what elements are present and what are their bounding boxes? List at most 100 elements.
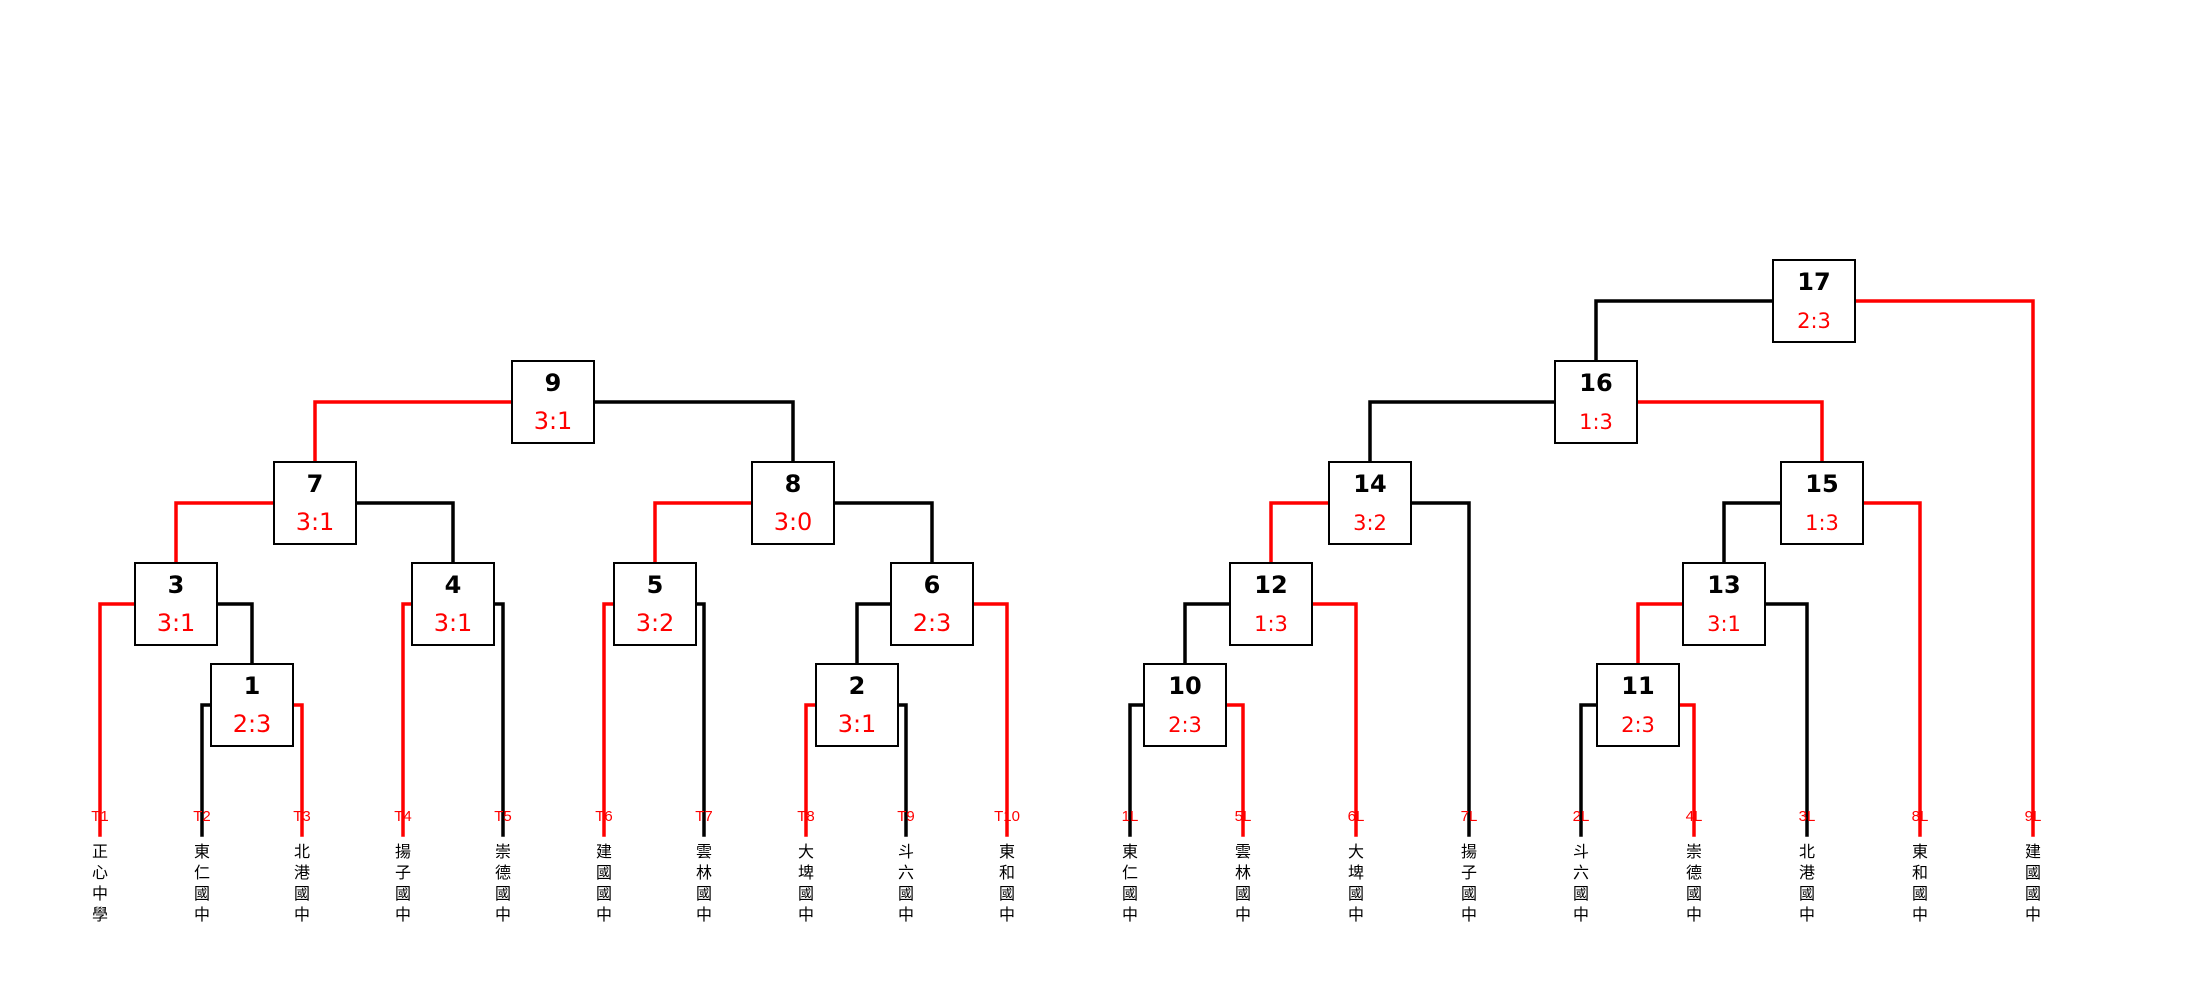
team-seed: 2L (1573, 808, 1590, 825)
connector-m7-right (354, 501, 455, 565)
connector-m3-right (215, 602, 254, 666)
match-box-frame (273, 461, 357, 545)
team-name: 東和國中 (999, 842, 1015, 924)
connector-m15-left (1722, 501, 1783, 565)
match-box: 23:1 (815, 663, 899, 747)
team-labels: T1正心中學T2東仁國中T3北港國中T4揚子國中T5崇德國中T6建國國中T7雲林… (91, 808, 2041, 924)
match-box-frame (1596, 663, 1680, 747)
match-score: 2:3 (1621, 713, 1655, 737)
match-box-frame (890, 562, 974, 646)
team-seed: 8L (1912, 808, 1929, 825)
team-seed: 3L (1799, 808, 1816, 825)
team-name: 雲林國中 (696, 842, 712, 924)
team-name: 東和國中 (1912, 842, 1928, 924)
team-seed: 9L (2025, 808, 2042, 825)
match-score: 3:1 (534, 407, 573, 435)
connector-m8-left (653, 501, 754, 565)
connector-m1-right (291, 703, 304, 837)
match-score: 2:3 (1168, 713, 1202, 737)
team-seed: T8 (797, 808, 815, 825)
match-box-frame (815, 663, 899, 747)
team-seed: 7L (1461, 808, 1478, 825)
connector-m5-right (694, 602, 706, 837)
team-seed: T1 (91, 808, 109, 825)
match-box: 43:1 (411, 562, 495, 646)
match-number: 6 (924, 571, 941, 599)
connector-m6-right (971, 602, 1009, 837)
match-box: 133:1 (1682, 562, 1766, 646)
match-score: 1:3 (1579, 410, 1613, 434)
team-label: T8 大埤國中 (797, 808, 815, 924)
team-name: 大埤國中 (798, 842, 814, 924)
connector-m11-left (1579, 703, 1599, 837)
match-boxes: 12:323:133:143:153:262:373:183:093:1102:… (134, 259, 1864, 747)
team-seed: 4L (1686, 808, 1703, 825)
connector-m17-left (1594, 299, 1775, 363)
team-name: 崇德國中 (1686, 842, 1702, 924)
connector-m15-right (1861, 501, 1922, 837)
connector-m12-left (1183, 602, 1232, 666)
match-number: 17 (1797, 268, 1830, 296)
match-box-frame (210, 663, 294, 747)
team-seed: 5L (1235, 808, 1252, 825)
match-score: 2:3 (1797, 309, 1831, 333)
connector-m8-right (832, 501, 934, 565)
match-score: 2:3 (913, 609, 952, 637)
connector-m11-right (1677, 703, 1696, 837)
match-box: 112:3 (1596, 663, 1680, 747)
connector-m2-right (896, 703, 908, 837)
team-seed: T9 (897, 808, 915, 825)
team-label: 5L 雲林國中 (1235, 808, 1252, 924)
match-box-frame (1328, 461, 1412, 545)
match-box: 53:2 (613, 562, 697, 646)
team-name: 揚子國中 (395, 842, 411, 924)
connector-m3-left (98, 602, 137, 837)
connector-m17-right (1853, 299, 2035, 837)
team-name: 揚子國中 (1461, 842, 1477, 924)
bracket-lines (98, 299, 2035, 837)
match-score: 3:1 (434, 609, 473, 637)
match-box-frame (613, 562, 697, 646)
match-score: 1:3 (1254, 612, 1288, 636)
match-box: 73:1 (273, 461, 357, 545)
connector-m12-right (1310, 602, 1358, 837)
match-score: 3:0 (774, 508, 813, 536)
connector-m4-left (401, 602, 414, 837)
match-score: 2:3 (233, 710, 272, 738)
match-box-frame (511, 360, 595, 444)
match-box: 62:3 (890, 562, 974, 646)
team-name: 東仁國中 (1122, 842, 1138, 924)
match-box: 93:1 (511, 360, 595, 444)
team-seed: T4 (394, 808, 412, 825)
match-number: 1 (244, 672, 261, 700)
match-number: 10 (1168, 672, 1201, 700)
match-box-frame (134, 562, 218, 646)
connector-m10-left (1128, 703, 1146, 837)
match-box: 83:0 (751, 461, 835, 545)
team-name: 雲林國中 (1235, 842, 1251, 924)
team-name: 北港國中 (1799, 842, 1815, 924)
match-box-frame (1143, 663, 1227, 747)
team-name: 崇德國中 (495, 842, 511, 924)
connector-m13-left (1636, 602, 1685, 666)
match-score: 3:1 (157, 609, 196, 637)
connector-m16-right (1635, 400, 1824, 464)
match-number: 5 (647, 571, 664, 599)
match-number: 14 (1353, 470, 1386, 498)
team-name: 建國國中 (596, 842, 612, 924)
match-score: 3:1 (838, 710, 877, 738)
connector-m14-left (1269, 501, 1331, 565)
team-seed: T3 (293, 808, 311, 825)
connector-m9-right (592, 400, 795, 464)
connector-m6-left (855, 602, 893, 666)
team-name: 東仁國中 (194, 842, 210, 924)
